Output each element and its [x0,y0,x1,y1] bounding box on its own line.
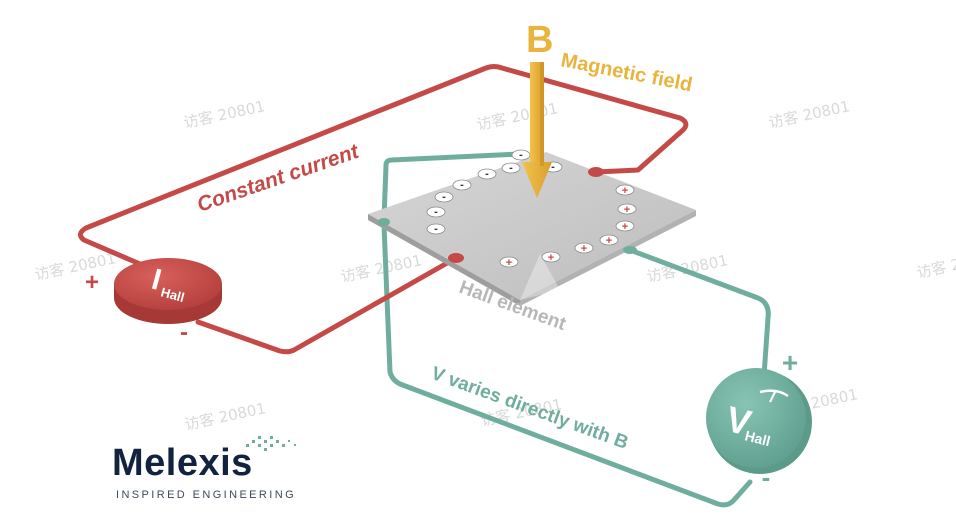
charge-label: - [485,168,489,180]
charge-label: - [434,206,438,218]
positive-charge: + [617,203,637,216]
negative-charge: - [501,162,521,174]
hall-element-plate [368,152,696,306]
logo-dots-icon [246,436,296,451]
voltage-minus-sign: - [762,462,771,492]
logo-tagline: INSPIRED ENGINEERING [116,489,297,501]
voltage-meter: V Hall + - [706,347,812,492]
positive-charge: + [499,256,519,269]
positive-charge: + [615,184,635,197]
current-plus-sign: + [85,269,99,296]
charge-label: + [622,185,628,197]
positive-charge: + [599,234,619,247]
charge-label: + [548,252,554,264]
charge-label: - [442,191,446,203]
voltage-meter-subscript: Hall [743,427,772,449]
field-symbol: B [526,19,553,61]
charge-label: - [434,223,438,235]
voltage-plus-sign: + [782,347,798,378]
negative-charge: - [477,168,497,180]
negative-charge: - [426,206,446,218]
charge-label: + [622,221,628,233]
current-meter-subscript: Hall [159,284,186,305]
charge-label: + [624,204,630,216]
charge-label: - [509,162,513,174]
logo-name: Melexis [112,442,253,484]
watermark: 访客 20801 [33,249,117,284]
negative-charges: - - - - - - - - [426,149,563,235]
charge-label: - [519,149,523,161]
negative-charge: - [434,191,454,203]
watermark: 访客 20801 [183,399,267,434]
current-meter: I Hall + - [85,258,222,346]
charge-label: + [581,243,587,255]
charge-label: + [606,235,612,247]
gauge-needle-icon [769,391,776,403]
positive-charge: + [574,242,594,255]
negative-charge: - [426,223,446,235]
voltage-wire [381,151,771,508]
watermark: 访客 20801 [475,99,559,134]
positive-charges: + + + + + + + [499,184,637,269]
gauge-arc-icon [759,389,789,398]
current-wire [78,64,689,355]
watermark: 访客 20801 [767,97,851,132]
contact-pads [378,167,637,263]
watermark: 访客 20801 [339,251,423,286]
melexis-logo: Melexis INSPIRED ENGINEERING [112,436,302,512]
positive-charge: + [615,220,635,233]
watermark: 访客 20801 [182,97,266,132]
charge-label: + [506,257,512,269]
charge-label: - [551,161,555,173]
charge-label: - [460,179,464,191]
magnetic-field-arrow [522,62,552,198]
watermark: 访客 20801 [915,247,956,282]
current-minus-sign: - [180,319,188,346]
positive-charge: + [541,251,561,264]
negative-charge: - [452,179,472,191]
